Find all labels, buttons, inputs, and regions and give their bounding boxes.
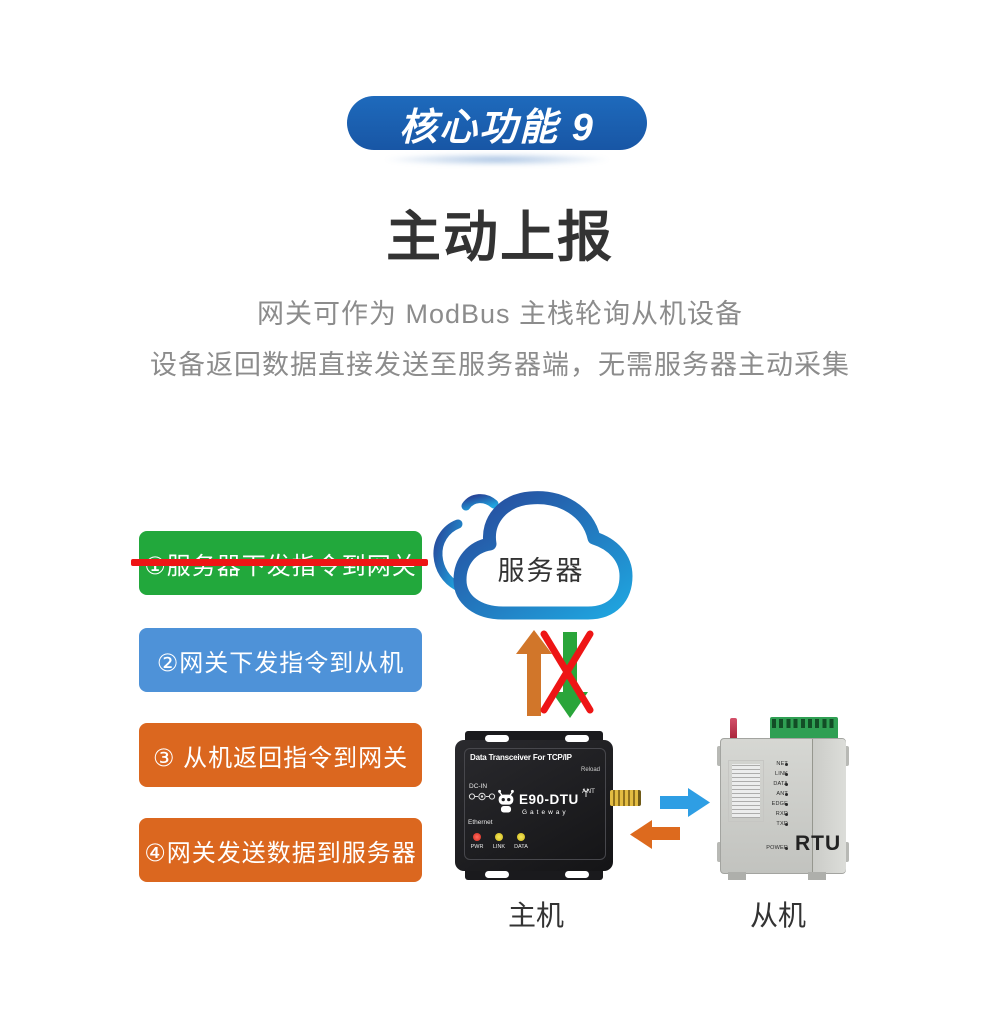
rtu-led-label: LINK xyxy=(774,771,788,777)
link-led-label: LINK xyxy=(492,844,506,850)
led-dot xyxy=(785,772,788,776)
gateway-model-sub: Gateway xyxy=(522,809,569,816)
cloud-gateway-arrows xyxy=(516,630,594,718)
gateway-model: E90-DTU xyxy=(519,792,579,807)
terminal-block xyxy=(770,717,838,741)
led-dot xyxy=(785,762,788,766)
antenna-connector xyxy=(610,790,641,806)
step-4: ④网关发送数据到服务器 xyxy=(139,818,422,882)
mount-slot xyxy=(485,871,509,878)
rtu-led-label: RXD xyxy=(775,811,788,817)
page-title: 主动上报 xyxy=(385,206,614,268)
rtu-power-label: POWER xyxy=(766,845,788,851)
step-3: ③ 从机返回指令到网关 xyxy=(139,723,422,787)
description-line-1: 网关可作为 ModBus 主栈轮询从机设备 xyxy=(256,299,744,329)
robot-icon xyxy=(498,789,514,813)
led-dot xyxy=(785,782,788,786)
rtu-led-label: NET xyxy=(776,761,788,767)
dc-in-label: DC-IN xyxy=(469,783,488,790)
step-4-label: ④网关发送数据到服务器 xyxy=(144,839,417,867)
right-arrow-icon xyxy=(660,788,710,817)
banner: 核心功能 9 xyxy=(347,96,647,150)
led-dot xyxy=(785,812,788,816)
gateway-panel xyxy=(464,748,606,860)
rtu-led-labels: NET LINK DATA ANT EDGE RXD TXD xyxy=(758,759,788,829)
led-dot xyxy=(785,822,788,826)
rtu-foot xyxy=(808,872,826,880)
pwr-led xyxy=(473,833,481,841)
link-led xyxy=(495,833,503,841)
reload-label: Reload xyxy=(581,767,601,773)
up-arrow-icon xyxy=(516,630,552,716)
rtu-led-label: TXD xyxy=(776,821,788,827)
mount-slot xyxy=(565,871,589,878)
led-dot xyxy=(785,846,788,850)
ant-label: ANT xyxy=(582,788,595,795)
gateway-device: Data Transceiver For TCP/IP Reload DC-IN… xyxy=(455,731,641,880)
description-line-2: 设备返回数据直接发送至服务器端，无需服务器主动采集 xyxy=(150,350,850,380)
master-caption: 主机 xyxy=(507,900,564,931)
banner-label: 核心功能 9 xyxy=(399,106,595,149)
mount-slot xyxy=(485,735,509,742)
data-led xyxy=(517,833,525,841)
power-jack-icon xyxy=(468,792,496,801)
rtu-spec-label xyxy=(728,760,764,822)
rtu-model: RTU xyxy=(795,832,842,855)
cross-icon xyxy=(540,630,594,714)
rtu-device: NET LINK DATA ANT EDGE RXD TXD POWER RTU xyxy=(717,712,858,880)
strikethrough-line xyxy=(131,559,428,566)
rtu-antenna-stub xyxy=(730,718,737,742)
gateway-rtu-arrows xyxy=(630,788,710,849)
gateway-body xyxy=(455,740,613,871)
led-dot xyxy=(785,792,788,796)
rtu-right-panel xyxy=(812,739,846,873)
pwr-led-label: PWR xyxy=(470,844,484,850)
led-dot xyxy=(785,802,788,806)
antenna-icon xyxy=(582,788,590,797)
rtu-foot xyxy=(728,872,746,880)
ant-label-group: ANT xyxy=(582,788,595,798)
rtu-led-label: EDGE xyxy=(771,801,788,807)
left-arrow-icon xyxy=(630,820,680,849)
step-2-label: ②网关下发指令到从机 xyxy=(156,649,405,677)
mount-slot xyxy=(565,735,589,742)
slave-caption: 从机 xyxy=(749,900,806,931)
step-3-label: ③ 从机返回指令到网关 xyxy=(152,744,409,772)
gateway-panel-title: Data Transceiver For TCP/IP xyxy=(470,753,572,762)
server-label: 服务器 xyxy=(497,556,585,586)
rtu-led-label: DATA xyxy=(773,781,788,787)
step-2: ②网关下发指令到从机 xyxy=(139,628,422,692)
banner-reflection xyxy=(382,153,612,166)
data-led-label: DATA xyxy=(514,844,528,850)
rtu-led-label: ANT xyxy=(776,791,788,797)
ethernet-label: Ethernet xyxy=(468,819,493,826)
step-1-label: ①服务器下发指令到网关 xyxy=(144,552,417,580)
cloud-icon xyxy=(433,491,633,620)
